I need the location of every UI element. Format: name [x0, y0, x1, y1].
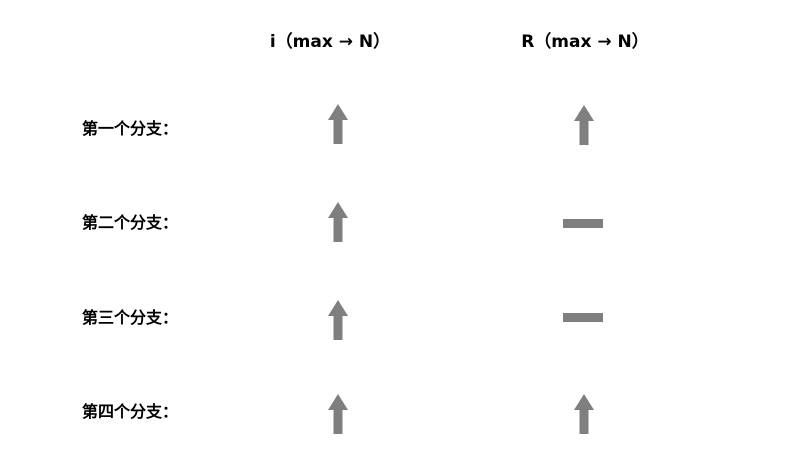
branch-3-i-trend-icon	[318, 298, 358, 342]
up-arrow-icon	[328, 300, 348, 340]
branch-2-i-trend-icon	[318, 200, 358, 244]
branch-1-r-trend-icon	[564, 103, 604, 147]
column-header-i: i（max → N）	[269, 32, 391, 52]
flat-bar-icon	[563, 219, 603, 228]
row-label-branch-1: 第一个分支：	[82, 119, 179, 138]
branch-4-r-trend-icon	[564, 392, 604, 436]
flat-bar-icon	[563, 313, 603, 322]
up-arrow-icon	[574, 105, 594, 145]
branch-2-r-trend-icon	[563, 202, 603, 246]
row-label-branch-3: 第三个分支：	[82, 308, 179, 327]
branch-3-r-trend-icon	[563, 296, 603, 340]
up-arrow-icon	[574, 394, 594, 434]
row-label-branch-2: 第二个分支：	[82, 213, 179, 232]
branch-4-i-trend-icon	[318, 392, 358, 436]
up-arrow-icon	[328, 394, 348, 434]
up-arrow-icon	[328, 104, 348, 144]
branch-1-i-trend-icon	[318, 102, 358, 146]
column-header-r: R（max → N）	[521, 32, 649, 52]
row-label-branch-4: 第四个分支：	[82, 402, 179, 421]
up-arrow-icon	[328, 202, 348, 242]
